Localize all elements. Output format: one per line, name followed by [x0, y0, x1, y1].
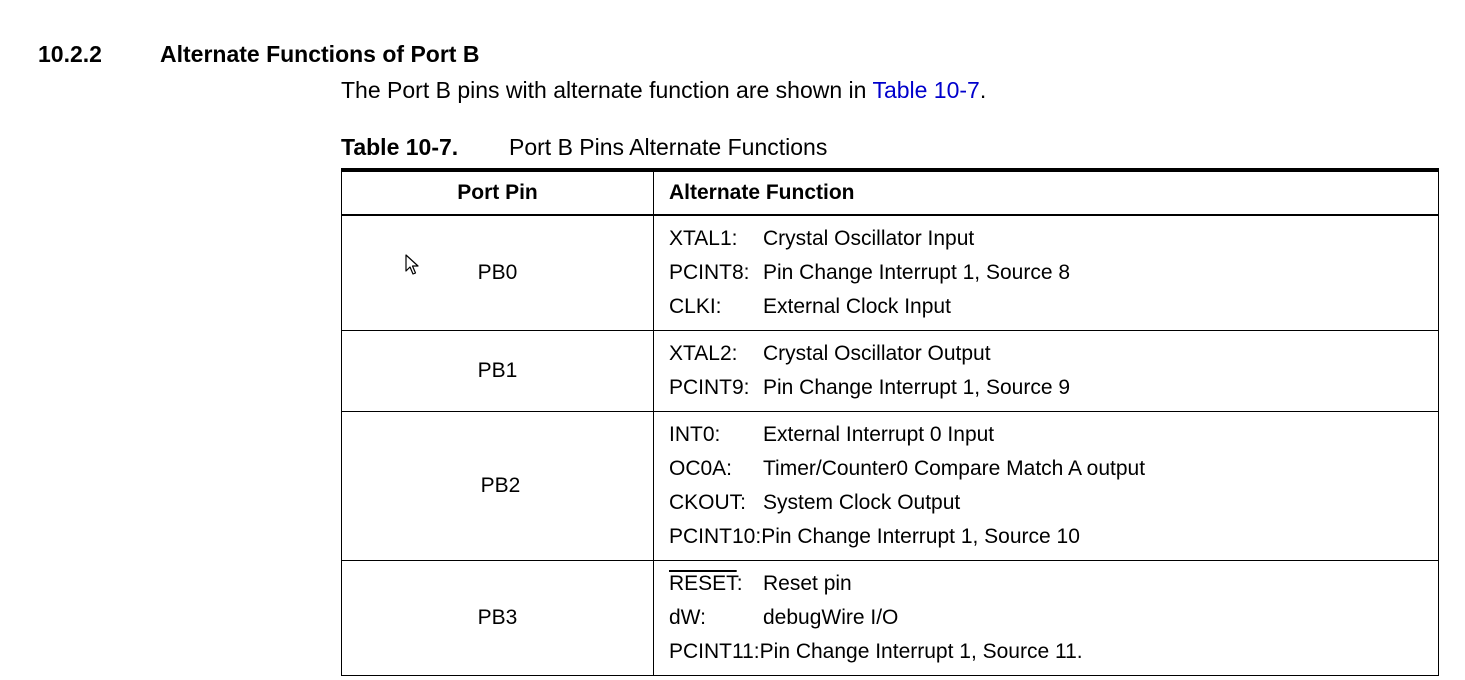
- function-name: dW:: [669, 606, 706, 629]
- header-alternate-function: Alternate Function: [653, 170, 1439, 216]
- function-desc: Pin Change Interrupt 1, Source 11.: [759, 640, 1083, 663]
- table-caption: Table 10-7. Port B Pins Alternate Functio…: [341, 133, 827, 161]
- reset-colon: :: [736, 572, 743, 595]
- pin-cell: PB1: [341, 330, 654, 412]
- table-link[interactable]: Table 10-7: [872, 77, 980, 103]
- section-number: 10.2.2: [38, 41, 102, 67]
- reset-signal-name: RESET: [669, 572, 737, 595]
- function-name: RESET:: [669, 567, 763, 601]
- table-row: PB2 INT0: External Interrupt 0 Input OC0A…: [341, 411, 1439, 561]
- function-name: XTAL2:: [669, 342, 738, 365]
- function-cell: RESET:Reset pin dW:debugWire I/O PCINT11…: [653, 560, 1439, 676]
- function-cell: XTAL2:Crystal Oscillator Output PCINT9:P…: [653, 330, 1439, 412]
- pin-cell: PB0: [341, 214, 654, 331]
- function-name: XTAL1:: [669, 227, 738, 250]
- table-row: PB3 RESET:Reset pin dW:debugWire I/O PCI…: [341, 560, 1439, 676]
- port-b-alternate-functions-table: Port Pin Alternate Function PB0 XTAL1: Cr…: [341, 168, 1439, 676]
- function-desc: Reset pin: [763, 572, 852, 595]
- function-line: dW: debugWire I/O: [669, 601, 1438, 635]
- function-line: CKOUT: System Clock Output: [669, 486, 1438, 520]
- section-title: Alternate Functions of Port B: [160, 41, 480, 67]
- function-cell: INT0: External Interrupt 0 Input OC0A: Tim…: [653, 411, 1439, 561]
- section-heading: 10.2.2 Alternate Functions of Port B: [38, 40, 479, 68]
- function-line: XTAL2: Crystal Oscillator Output: [669, 337, 1438, 371]
- function-line: OC0A: Timer/Counter0 Compare Match A outp…: [669, 452, 1438, 486]
- table-row: PB1 XTAL2: Crystal Oscillator Output PCIN…: [341, 330, 1439, 412]
- function-desc: External Interrupt 0 Input: [763, 423, 995, 446]
- mouse-pointer-icon: [405, 254, 419, 275]
- header-port-pin: Port Pin: [341, 170, 654, 216]
- function-name: CKOUT:: [669, 491, 747, 514]
- function-line: PCINT11:Pin Change Interrupt 1, Source 1…: [669, 635, 1438, 669]
- intro-text: The Port B pins with alternate function …: [341, 77, 873, 103]
- function-desc: System Clock Output: [763, 491, 961, 514]
- function-line: RESET:Reset pin: [669, 567, 1438, 601]
- function-desc: Pin Change Interrupt 1, Source 10: [761, 525, 1080, 548]
- pin-cell: PB3: [341, 560, 654, 676]
- function-cell: XTAL1: Crystal Oscillator Input PCINT8: Pi…: [653, 214, 1439, 331]
- function-line: XTAL1: Crystal Oscillator Input: [669, 222, 1438, 256]
- pin-name: PB2: [480, 474, 521, 497]
- function-name: PCINT11:: [669, 640, 760, 663]
- function-name: CLKI:: [669, 295, 722, 318]
- function-desc: Crystal Oscillator Input: [763, 227, 975, 250]
- function-desc: debugWire I/O: [763, 606, 899, 629]
- intro-period: .: [979, 77, 987, 103]
- function-line: PCINT8: Pin Change Interrupt 1, Source 8: [669, 256, 1438, 290]
- function-line: PCINT9: Pin Change Interrupt 1, Source 9: [669, 371, 1438, 405]
- pin-name: PB1: [477, 359, 518, 382]
- function-desc: External Clock Input: [763, 295, 951, 318]
- function-name: PCINT9:: [669, 376, 750, 399]
- table-caption-label: Table 10-7.: [341, 134, 459, 160]
- table-row: PB0 XTAL1: Crystal Oscillator Input PCINT…: [341, 214, 1439, 331]
- function-line: PCINT10:Pin Change Interrupt 1, Source 1…: [669, 520, 1438, 554]
- pin-cell: PB2: [341, 411, 654, 561]
- function-name: INT0:: [669, 423, 721, 446]
- intro-paragraph: The Port B pins with alternate function …: [341, 76, 986, 104]
- function-line: CLKI: External Clock Input: [669, 290, 1438, 324]
- function-name: OC0A:: [669, 457, 733, 480]
- pin-name: PB0: [477, 261, 518, 284]
- function-desc: Crystal Oscillator Output: [763, 342, 991, 365]
- function-desc: Pin Change Interrupt 1, Source 8: [763, 261, 1071, 284]
- function-line: INT0: External Interrupt 0 Input: [669, 418, 1438, 452]
- table-header-row: Port Pin Alternate Function: [341, 170, 1439, 216]
- function-desc: Timer/Counter0 Compare Match A output: [763, 457, 1146, 480]
- pin-name: PB3: [477, 606, 518, 629]
- table-caption-title: Port B Pins Alternate Functions: [509, 134, 828, 160]
- function-desc: Pin Change Interrupt 1, Source 9: [763, 376, 1071, 399]
- function-name: PCINT8:: [669, 261, 750, 284]
- function-name: PCINT10:: [669, 525, 762, 548]
